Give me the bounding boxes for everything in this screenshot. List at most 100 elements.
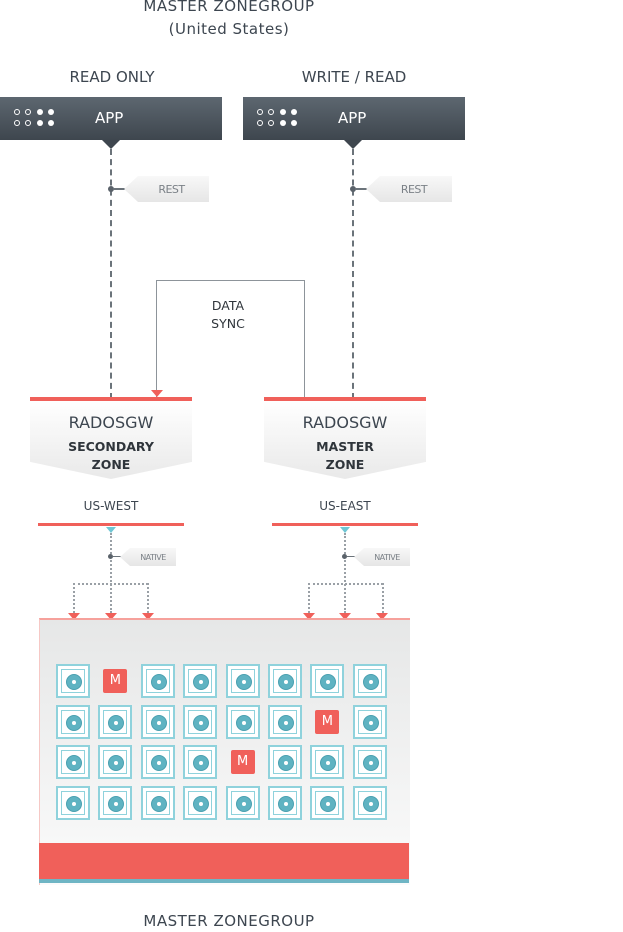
down-arrow-icon	[105, 613, 117, 620]
rest-connection-line	[352, 149, 354, 399]
native-connection-line	[110, 533, 112, 613]
disk-icon	[150, 755, 167, 771]
disk-icon	[278, 674, 294, 690]
region-label: US-EAST	[319, 499, 371, 513]
osd-node[interactable]	[140, 745, 175, 779]
osd-node[interactable]	[183, 664, 218, 698]
osd-node[interactable]	[140, 664, 175, 698]
disk-icon	[362, 714, 379, 731]
connector-dot-icon	[108, 186, 114, 192]
monitor-node[interactable]: M	[230, 750, 255, 774]
disk-icon	[66, 674, 82, 690]
write-read-label: WRITE / READ	[301, 68, 407, 86]
disk-icon	[193, 674, 210, 690]
monitor-node[interactable]: M	[103, 669, 128, 693]
connector-dot-icon	[350, 186, 356, 192]
connector-dot-icon	[342, 554, 347, 559]
disk-icon	[362, 674, 379, 690]
app-box-read-only[interactable]: APP	[0, 97, 222, 140]
native-tag: NATIVE	[354, 548, 410, 566]
osd-node[interactable]	[56, 785, 90, 820]
disk-icon	[108, 795, 125, 812]
osd-node[interactable]	[268, 745, 302, 779]
disk-icon	[193, 755, 210, 771]
osd-node[interactable]	[183, 704, 218, 739]
zonegroup-subtitle: (United States)	[168, 20, 290, 38]
disk-icon	[278, 755, 294, 771]
connector-dot-icon	[108, 554, 113, 559]
cluster-base-line	[39, 879, 409, 883]
osd-node[interactable]	[98, 704, 133, 739]
down-arrow-icon	[68, 613, 80, 620]
osd-node[interactable]	[352, 704, 387, 739]
app-pointer-icon	[102, 140, 120, 149]
zonegroup-title: MASTER ZONEGROUP	[143, 0, 315, 15]
disk-icon	[150, 674, 167, 690]
ceph-cluster	[39, 618, 410, 885]
disk-icon	[66, 795, 82, 812]
zone-label-2: ZONE	[91, 457, 131, 472]
disk-icon	[66, 755, 82, 771]
down-arrow-icon	[142, 613, 154, 620]
osd-node[interactable]	[56, 704, 90, 739]
monitor-node[interactable]: M	[315, 709, 340, 734]
disk-icon	[362, 795, 379, 812]
native-tag: NATIVE	[120, 548, 176, 566]
disk-icon	[66, 714, 82, 731]
osd-node[interactable]	[98, 785, 133, 820]
osd-node[interactable]	[140, 785, 175, 820]
rest-tag: REST	[366, 176, 452, 202]
native-branch-line	[308, 583, 383, 585]
gateway-name: RADOSGW	[68, 413, 154, 432]
zone-label-1: MASTER	[316, 439, 374, 454]
down-arrow-icon	[376, 613, 388, 620]
osd-node[interactable]	[268, 785, 302, 820]
gateway-name: RADOSGW	[302, 413, 388, 432]
native-branch-line	[73, 583, 75, 613]
osd-node[interactable]	[352, 785, 387, 820]
data-sync-label-2: SYNC	[211, 316, 245, 331]
radosgw-master[interactable]: RADOSGW MASTER ZONE US-EAST	[264, 397, 426, 526]
radosgw-secondary[interactable]: RADOSGW SECONDARY ZONE US-WEST	[30, 397, 192, 526]
read-only-label: READ ONLY	[69, 68, 155, 86]
osd-grid: M M M	[56, 664, 396, 824]
connector-line	[113, 556, 123, 557]
disk-icon	[150, 714, 167, 731]
native-branch-line	[147, 583, 149, 613]
disk-icon	[235, 714, 252, 731]
gateway-pointer-icon	[340, 527, 350, 533]
native-branch-line	[382, 583, 384, 613]
disk-icon	[193, 795, 210, 812]
osd-node[interactable]	[56, 745, 90, 779]
osd-node[interactable]	[268, 664, 302, 698]
disk-icon	[320, 755, 337, 771]
disk-icon	[278, 714, 294, 731]
disk-icon	[362, 755, 379, 771]
data-sync-line	[156, 280, 305, 399]
osd-node[interactable]	[140, 704, 175, 739]
zone-label-2: ZONE	[325, 457, 365, 472]
osd-node[interactable]	[183, 745, 218, 779]
osd-node[interactable]	[310, 745, 345, 779]
osd-node[interactable]	[352, 745, 387, 779]
osd-node[interactable]	[56, 664, 90, 698]
osd-node[interactable]	[268, 704, 302, 739]
osd-node[interactable]	[225, 785, 260, 820]
osd-node[interactable]	[98, 745, 133, 779]
osd-node[interactable]	[225, 664, 260, 698]
osd-node[interactable]	[310, 664, 345, 698]
footer-title: MASTER ZONEGROUP	[143, 912, 315, 930]
data-sync-label-1: DATA	[211, 298, 245, 313]
region-label: US-WEST	[83, 499, 139, 513]
disk-icon	[320, 795, 337, 812]
osd-node[interactable]	[183, 785, 218, 820]
native-branch-line	[73, 583, 148, 585]
storage-dots-icon	[14, 109, 60, 131]
osd-node[interactable]	[310, 785, 345, 820]
app-pointer-icon	[344, 140, 362, 149]
osd-node[interactable]	[352, 664, 387, 698]
osd-node[interactable]	[225, 704, 260, 739]
app-box-write-read[interactable]: APP	[243, 97, 465, 140]
rest-connection-line	[110, 149, 112, 399]
cluster-base	[39, 843, 409, 879]
